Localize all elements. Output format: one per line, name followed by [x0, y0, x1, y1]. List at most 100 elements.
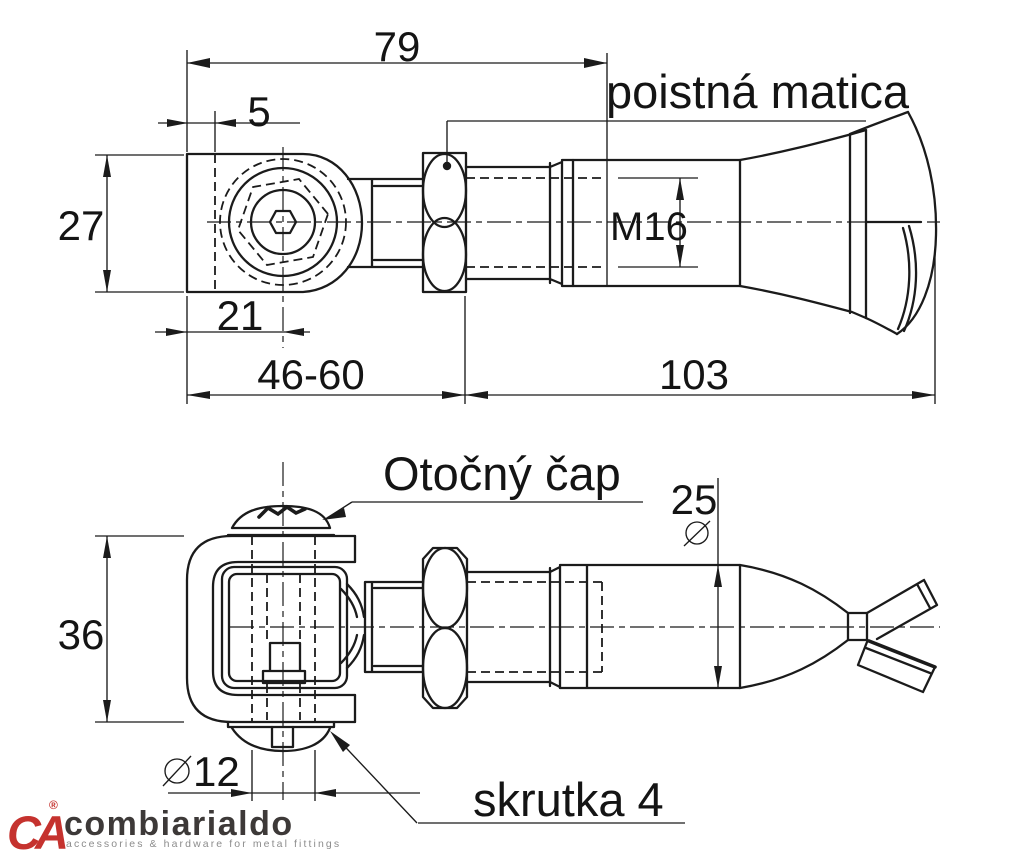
leader-line	[332, 733, 685, 824]
logo-brand-name: combiarialdo	[64, 805, 294, 843]
bell-mouth-top	[848, 110, 910, 136]
hex-socket	[268, 209, 298, 235]
dim-27-label: 27	[58, 202, 105, 249]
eye-housing-side-outer	[220, 565, 349, 690]
screw-head	[270, 725, 295, 749]
arrowhead	[584, 58, 607, 68]
arrowhead	[166, 328, 187, 336]
arrowhead	[187, 391, 210, 399]
ball-cone-waist	[339, 582, 366, 670]
lock-nut-side-facet-lower	[421, 626, 469, 710]
arrowhead	[714, 565, 722, 587]
arrowhead	[283, 328, 304, 336]
pivot-pin-leader	[322, 501, 643, 520]
screw-label: skrutka 4	[473, 773, 664, 826]
sleeve-tube-side	[558, 563, 742, 690]
arrowhead	[442, 391, 465, 399]
rod-hidden	[467, 581, 603, 673]
dim-79-label: 79	[374, 23, 421, 70]
diameter-symbol	[164, 758, 190, 784]
arrowhead	[103, 155, 111, 177]
lock-nut-side-facet-upper	[421, 546, 469, 630]
bottom-view-hidden-lines	[251, 536, 603, 722]
sleeve-front-section	[464, 158, 575, 288]
arrowhead	[103, 270, 111, 292]
eye-inner-circle	[249, 188, 317, 256]
arrowhead	[676, 245, 684, 267]
eye-dashed-hexagon	[236, 178, 330, 266]
bell-rings	[848, 128, 868, 320]
tail-neck	[846, 611, 869, 642]
fork-lower-prong	[856, 640, 937, 694]
dim-46-60-label: 46-60	[257, 351, 364, 398]
logo-monogram: CA	[7, 806, 66, 853]
screw-shaft-hidden	[266, 574, 301, 720]
leader-dot	[442, 161, 452, 171]
screw-washer	[226, 720, 336, 729]
eye-dashed-circle	[219, 158, 347, 286]
arrowhead	[465, 391, 488, 399]
bell-inner-lip	[896, 224, 918, 333]
leader-arrowhead	[322, 508, 346, 520]
eye-housing-outline	[185, 152, 364, 294]
bottom-view-outline	[185, 504, 939, 753]
bell-mouth-rim	[895, 110, 938, 336]
arrowhead	[103, 536, 111, 558]
eye-housing-side-inner	[227, 572, 342, 683]
lock-nut-facet-lower	[421, 216, 468, 293]
logo-tagline: accessories & hardware for metal fitting…	[66, 838, 341, 850]
dim-25-label: 25	[671, 476, 718, 523]
leader-line	[446, 120, 866, 163]
thread-size-label: M16	[610, 205, 688, 249]
diameter-symbol-slash	[683, 520, 711, 547]
arrowhead	[167, 119, 188, 127]
bottom-view-centerlines	[230, 462, 940, 800]
top-view: 79 5 27 21 46-60 103 M16 poistná matica	[58, 23, 940, 404]
screw-nut-inside	[261, 641, 307, 685]
lock-nut-label: poistná matica	[606, 65, 910, 118]
dim-12-label: 12	[193, 748, 240, 795]
bottom-view: 36 12 25 Otočný čap skrutka 4	[58, 447, 940, 826]
arrowhead	[187, 58, 210, 68]
fork-lower-prong-edge	[867, 639, 937, 669]
registered-mark: ®	[49, 798, 58, 812]
clevis-bracket-inner	[211, 560, 357, 697]
lock-nut-side	[421, 546, 469, 710]
dim-21-label: 21	[217, 292, 264, 339]
top-view-dimensions	[95, 50, 936, 404]
screw-leader	[330, 731, 685, 824]
sleeve-tube	[560, 158, 742, 288]
lock-nut-leader	[442, 120, 866, 171]
extension-lines	[95, 50, 936, 404]
arrowhead	[912, 391, 935, 399]
lock-nut-facet-upper	[421, 152, 468, 229]
bell-flare-bottom	[738, 284, 868, 320]
pivot-pin-dome	[226, 504, 336, 537]
bell-flare-top	[738, 128, 868, 162]
top-view-outline	[185, 110, 938, 336]
sleeve-front-section-side	[465, 564, 562, 690]
arrowhead	[315, 789, 336, 797]
pivot-pin-knurling	[257, 504, 307, 519]
dim-103-label: 103	[659, 351, 729, 398]
threaded-rod	[346, 177, 425, 269]
pivot-pin-label: Otočný čap	[383, 447, 621, 500]
bell-mouth-bottom	[864, 316, 899, 336]
screw-dome	[230, 726, 332, 753]
leader-line	[326, 501, 643, 519]
extension-lines	[95, 535, 316, 801]
tail-taper	[738, 563, 850, 690]
dim-5-label: 5	[247, 88, 270, 135]
arrowhead	[215, 119, 236, 127]
arrowhead	[714, 666, 722, 688]
arrowhead	[103, 700, 111, 722]
eye-outer-circle	[227, 166, 339, 278]
diameter-symbol-slash	[162, 755, 192, 787]
leader-arrowhead	[330, 731, 350, 752]
clevis-bracket-outer	[185, 534, 357, 724]
dim-36-label: 36	[58, 611, 105, 658]
top-view-hidden-lines	[214, 154, 606, 292]
arrowhead	[676, 178, 684, 200]
